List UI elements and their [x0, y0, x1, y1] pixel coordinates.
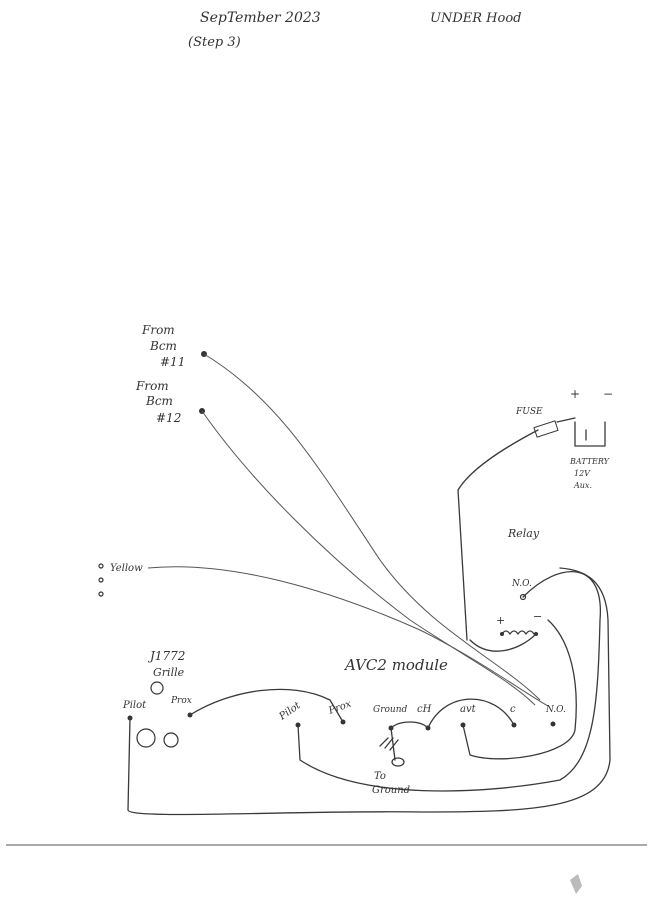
- relay-plus: +: [496, 614, 505, 627]
- wire-prox-to-module: [189, 688, 344, 723]
- battery-label-2: 12V: [574, 469, 591, 478]
- fuse-symbol: [533, 420, 559, 438]
- module-ch-label: cH: [417, 704, 432, 715]
- from-bcm-11-line2: Bcm: [149, 339, 177, 353]
- wire-bcm-12: [201, 410, 536, 706]
- battery-minus: −: [603, 387, 613, 401]
- scan-mark: [570, 874, 582, 894]
- from-bcm-12-line2: Bcm: [145, 394, 173, 408]
- grille-pin-1: [136, 728, 156, 748]
- ground-lug: [391, 757, 405, 767]
- yellow-dot-3: [98, 591, 104, 597]
- module-pilot-terminal: [295, 722, 301, 728]
- grille-circle: [150, 681, 164, 695]
- wire-grille-pilot-loop: [127, 567, 611, 816]
- header-date: SepTember 2023: [200, 10, 321, 26]
- from-bcm-12-line1: From: [135, 379, 169, 393]
- module-pilot-label: Pilot: [277, 700, 304, 723]
- relay-plus-terminal: [500, 632, 504, 636]
- header-step: (Step 3): [188, 35, 241, 50]
- grille-pilot-label: Pilot: [122, 700, 147, 711]
- from-bcm-12-line3: #12: [156, 411, 181, 425]
- fuse-label: FUSE: [515, 407, 543, 417]
- grille-label: Grille: [153, 666, 185, 679]
- module-label: AVC2 module: [343, 656, 448, 674]
- battery-symbol: [574, 421, 606, 447]
- wire-fuse-to-battery: [556, 417, 576, 423]
- wire-yellow: [147, 566, 549, 707]
- yellow-dot-1: [98, 563, 104, 569]
- wire-ground-to-ch: [390, 721, 429, 729]
- grille-prox-label: Prox: [170, 696, 192, 706]
- to-ground-label-2: Ground: [372, 785, 410, 796]
- battery-label-1: BATTERY: [569, 457, 610, 466]
- wire-relay-no-to-pilot: [297, 571, 601, 792]
- wire-fuse-to-relay: [457, 429, 539, 641]
- from-bcm-11-line3: #11: [160, 355, 185, 369]
- module-no-terminal: [550, 721, 556, 727]
- battery-label-3: Aux.: [573, 481, 592, 490]
- ground-symbol: [379, 737, 399, 751]
- relay-no-terminal: [519, 593, 527, 601]
- relay-no-label: N.O.: [511, 579, 532, 589]
- module-ground-label: Ground: [373, 705, 408, 715]
- module-avt-terminal: [460, 722, 466, 728]
- wire-to-ground: [390, 727, 396, 761]
- relay-label: Relay: [507, 527, 540, 540]
- wire-relay-coil: [469, 633, 537, 652]
- header-location: UNDER Hood: [430, 11, 521, 26]
- wire-relay-to-avt: [462, 619, 577, 760]
- wire-ch-to-c: [427, 698, 515, 729]
- grille-pin-2: [163, 732, 179, 748]
- module-c-label: c: [510, 704, 516, 715]
- module-avt-label: avt: [460, 704, 477, 715]
- wire-bcm-11: [203, 353, 541, 701]
- from-bcm-11-line1: From: [141, 323, 175, 337]
- module-no-label: N.O.: [545, 705, 566, 715]
- j1772-label: J1772: [147, 649, 185, 663]
- to-ground-label-1: To: [374, 771, 386, 782]
- yellow-dot-2: [98, 577, 104, 583]
- relay-coil: [501, 630, 535, 635]
- battery-plus: +: [570, 387, 580, 401]
- relay-minus: −: [533, 610, 542, 623]
- yellow-label: Yellow: [110, 563, 143, 574]
